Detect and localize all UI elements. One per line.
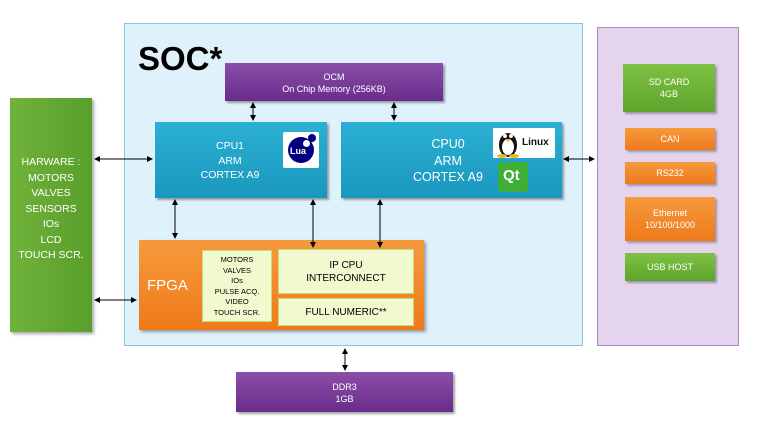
hardware-item: TOUCH SCR. bbox=[18, 249, 84, 261]
hardware-item: SENSORS bbox=[25, 202, 77, 215]
fpga-list-item: VALVES bbox=[222, 265, 252, 275]
fpga-list-item: MOTORS bbox=[220, 255, 254, 264]
qt-logo-text: Qt bbox=[503, 167, 520, 184]
fpga-list-item: IOs bbox=[231, 276, 243, 285]
ethernet-label: Ethernet bbox=[652, 208, 688, 218]
ocm-title: OCM bbox=[323, 72, 345, 82]
usb-host-label: USB HOST bbox=[646, 262, 693, 272]
linux-logo-text: Linux bbox=[522, 137, 549, 148]
fpga-function-list: MOTORS VALVES IOs PULSE ACQ. VIDEO TOUCH… bbox=[202, 250, 272, 322]
cpu1-arch: ARM bbox=[218, 154, 242, 167]
lua-logo-text: Lua bbox=[290, 146, 307, 156]
qt-logo-icon: Qt bbox=[498, 162, 528, 192]
cpu1-core: CORTEX A9 bbox=[200, 169, 260, 181]
ethernet-speed: 10/100/1000 bbox=[644, 220, 696, 230]
linux-logo-icon: Linux bbox=[493, 128, 555, 158]
fpga-list-item: PULSE ACQ. bbox=[214, 286, 260, 296]
ddr3-size: 1GB bbox=[335, 394, 354, 404]
soc-title: SOC* bbox=[138, 40, 223, 77]
hardware-item: MOTORS bbox=[28, 171, 74, 184]
can-block: CAN bbox=[625, 128, 715, 150]
cpu1-name: CPU1 bbox=[215, 140, 244, 152]
fpga-list-item: TOUCH SCR. bbox=[213, 307, 261, 317]
cpu0-block: CPU0 ARM CORTEX A9 Linux Qt bbox=[341, 122, 562, 198]
cpu0-name: CPU0 bbox=[431, 137, 465, 151]
rs232-block: RS232 bbox=[625, 162, 715, 184]
ocm-subtitle: On Chip Memory (256KB) bbox=[282, 84, 386, 94]
hardware-item: LCD bbox=[40, 233, 62, 246]
cpu0-arch: ARM bbox=[434, 153, 462, 168]
ddr3-title: DDR3 bbox=[332, 382, 357, 392]
full-numeric-block: FULL NUMERIC** bbox=[278, 298, 414, 326]
can-label: CAN bbox=[660, 134, 680, 144]
ip-cpu-interconnect-block: IP CPU INTERCONNECT bbox=[278, 249, 414, 294]
full-numeric-label: FULL NUMERIC** bbox=[305, 307, 387, 318]
fpga-block: FPGA MOTORS VALVES IOs PULSE ACQ. VIDEO … bbox=[139, 240, 424, 330]
rs232-label: RS232 bbox=[656, 168, 684, 178]
lua-logo-icon: Lua bbox=[283, 132, 319, 168]
hardware-title: HARWARE : bbox=[21, 156, 81, 168]
ethernet-block: Ethernet 10/100/1000 bbox=[625, 197, 715, 241]
hardware-item: IOs bbox=[42, 218, 60, 230]
fpga-list-item: VIDEO bbox=[225, 297, 249, 306]
sd-card-size: 4GB bbox=[659, 89, 678, 99]
interconnect-label: INTERCONNECT bbox=[306, 273, 386, 284]
cpu0-core: CORTEX A9 bbox=[413, 170, 483, 184]
usb-host-block: USB HOST bbox=[625, 253, 715, 281]
fpga-label: FPGA bbox=[147, 277, 188, 294]
cpu1-block: CPU1 ARM CORTEX A9 Lua bbox=[155, 122, 327, 198]
hardware-item: VALVES bbox=[31, 187, 71, 199]
ocm-block: OCM On Chip Memory (256KB) bbox=[225, 63, 443, 101]
sd-card-block: SD CARD 4GB bbox=[623, 64, 715, 112]
ip-cpu-label: IP CPU bbox=[329, 260, 363, 271]
ddr3-block: DDR3 1GB bbox=[236, 372, 453, 412]
hardware-block: HARWARE : MOTORS VALVES SENSORS IOs LCD … bbox=[10, 98, 92, 332]
sd-card-label: SD CARD bbox=[648, 77, 690, 87]
